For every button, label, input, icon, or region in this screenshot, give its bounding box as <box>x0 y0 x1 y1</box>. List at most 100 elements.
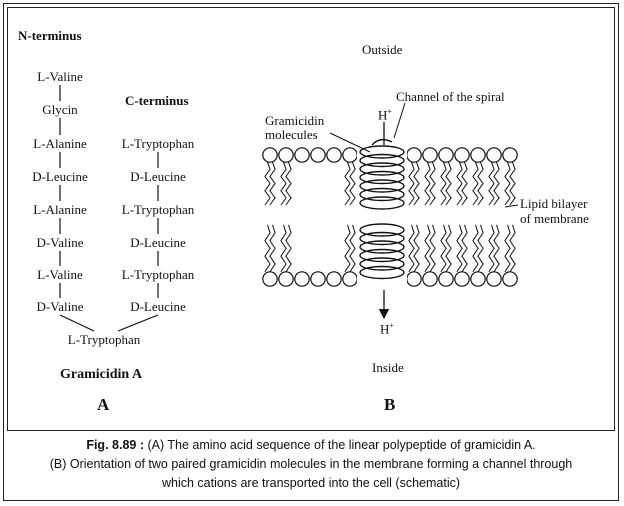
lipid-head-outer <box>454 147 470 163</box>
channel-arrows <box>329 102 519 320</box>
lipid-head-outer <box>486 147 502 163</box>
gramicidin-label-line2: molecules <box>265 127 318 142</box>
lipid-tail <box>344 224 351 273</box>
helix-turn <box>359 170 405 185</box>
gramicidin-label-line1: Gramicidin <box>265 113 325 128</box>
right-residue-6: D-Leucine <box>130 299 186 314</box>
panel-b-letter: B <box>384 395 396 414</box>
lipid-tail <box>472 224 479 273</box>
lipid-head-inner <box>262 271 278 287</box>
lipid-tail <box>424 224 431 273</box>
lipid-head-inner <box>310 271 326 287</box>
h-plus-top: H+ <box>378 107 392 123</box>
lipid-tail <box>461 224 468 273</box>
gramicidin-a-name: Gramicidin A <box>60 367 143 382</box>
right-residue-4: D-Leucine <box>130 235 186 250</box>
helix-turn <box>359 145 405 159</box>
helix-turn <box>359 162 405 176</box>
lipid-tail <box>456 162 463 206</box>
lipid-tail <box>269 224 276 273</box>
lipid-tail <box>461 162 468 206</box>
lipid-tail <box>413 162 420 206</box>
left-residue-3: L-Alanine <box>33 136 87 151</box>
junction-residue: L-Tryptophan <box>67 332 141 347</box>
helix-turn <box>359 257 405 271</box>
right-residue-3: L-Tryptophan <box>121 202 195 217</box>
lipid-tail <box>504 162 511 206</box>
lipid-head-inner <box>294 271 310 287</box>
figure-caption: Fig. 8.89 : (A) The amino acid sequence … <box>7 436 615 493</box>
lipid-tail <box>408 224 415 273</box>
lipid-head-outer <box>342 147 358 163</box>
lipid-tail <box>504 224 511 273</box>
lipid-tail <box>269 162 276 206</box>
lipid-head-inner <box>438 271 454 287</box>
n-terminus-label: N-terminus <box>18 28 82 43</box>
lipid-head-outer <box>406 147 422 163</box>
helix-turn <box>359 179 405 193</box>
panel-a-letter: A <box>97 395 110 414</box>
gramicidin-helix <box>357 138 407 290</box>
lipid-label-line2: of membrane <box>520 211 589 226</box>
helix-turn <box>359 231 405 246</box>
lipid-tail <box>264 162 271 206</box>
lipid-tail <box>280 224 287 273</box>
lipid-tail <box>264 224 271 273</box>
junction-bond-left <box>59 314 95 332</box>
lipid-tail <box>477 224 484 273</box>
lipid-head-outer <box>278 147 294 163</box>
lipid-head-outer <box>294 147 310 163</box>
lipid-head-outer <box>470 147 486 163</box>
left-residue-1: L-Valine <box>37 69 83 84</box>
lipid-tail <box>440 162 447 206</box>
lipid-head-inner <box>342 271 358 287</box>
figure-panel-border <box>7 7 615 431</box>
lipid-head-outer <box>310 147 326 163</box>
helix-turn <box>359 240 405 254</box>
lipid-tail <box>280 162 287 206</box>
channel-leader <box>393 102 406 139</box>
right-residue-5: L-Tryptophan <box>121 267 195 282</box>
lipid-tail <box>488 224 495 273</box>
lipid-tail <box>285 162 292 206</box>
helix-turn <box>359 196 405 210</box>
figure-frame <box>3 3 619 501</box>
lipid-tail <box>445 162 452 206</box>
lipid-head-inner <box>406 271 422 287</box>
caption-line-3: which cations are transported into the c… <box>161 476 461 490</box>
lipid-head-outer <box>438 147 454 163</box>
lipid-head-inner <box>278 271 294 287</box>
caption-line-1: Fig. 8.89 : (A) The amino acid sequence … <box>86 438 536 452</box>
lipid-tail <box>424 162 431 206</box>
left-residue-7: L-Valine <box>37 267 83 282</box>
lipid-tail <box>413 224 420 273</box>
lipid-tail <box>509 224 516 273</box>
lipid-tail <box>429 162 436 206</box>
right-residue-1: L-Tryptophan <box>121 136 195 151</box>
lipid-head-inner <box>470 271 486 287</box>
lipid-label-line1: Lipid bilayer <box>520 196 588 211</box>
lipid-tail <box>285 224 292 273</box>
lipid-tail <box>344 162 351 206</box>
lipid-head-outer <box>326 147 342 163</box>
left-residue-5: L-Alanine <box>33 202 87 217</box>
c-terminus-label: C-terminus <box>125 93 189 108</box>
right-residue-2: D-Leucine <box>130 169 186 184</box>
junction-bond-right <box>117 314 159 332</box>
lipid-head-inner <box>486 271 502 287</box>
lipid-head-outer <box>422 147 438 163</box>
lipid-tail <box>477 162 484 206</box>
lipid-head-inner <box>326 271 342 287</box>
lipid-tail <box>493 162 500 206</box>
lipid-tail <box>488 162 495 206</box>
left-residue-4: D-Leucine <box>32 169 88 184</box>
lipid-tail <box>493 224 500 273</box>
sequence-connectors <box>59 85 159 332</box>
lipid-head-inner <box>454 271 470 287</box>
lipid-head-outer <box>262 147 278 163</box>
lipid-tail <box>349 162 356 206</box>
channel-label: Channel of the spiral <box>396 89 505 104</box>
helix-turn <box>359 187 405 202</box>
h-plus-bottom: H+ <box>380 321 394 337</box>
